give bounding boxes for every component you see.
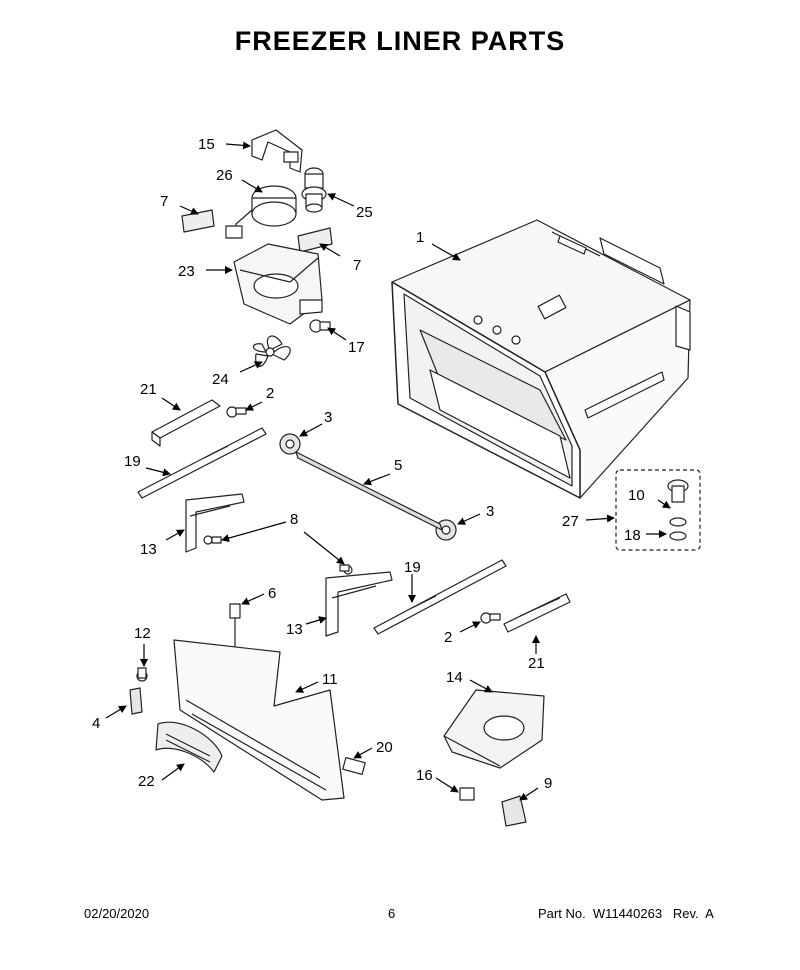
callout-16: 16: [416, 767, 433, 784]
callout-26: 26: [216, 167, 233, 184]
footer-date: 02/20/2020: [84, 906, 150, 921]
clip-part-4: [129, 687, 143, 715]
callout-27: 27: [562, 513, 579, 530]
parts-kit-part-27: [615, 469, 701, 551]
callout-7a: 7: [160, 193, 168, 210]
fan-housing-part-23: [233, 243, 323, 325]
callout-11: 11: [322, 671, 338, 688]
callout-15: 15: [198, 136, 215, 153]
callout-3a: 3: [324, 409, 332, 426]
callout-10: 10: [628, 487, 645, 504]
sensor-part-10: [667, 479, 689, 503]
callout-1: 1: [416, 229, 424, 246]
callout-21a: 21: [140, 381, 157, 398]
callout-22: 22: [138, 773, 155, 790]
callout-23: 23: [178, 263, 195, 280]
callout-19a: 19: [124, 453, 141, 470]
callout-12: 12: [134, 625, 151, 642]
knob-part-9: [501, 795, 527, 827]
footer-part-number: Part No. W11440263 Rev. A: [538, 906, 714, 921]
page-title: FREEZER LINER PARTS: [234, 26, 566, 56]
bracket-part-15: [251, 129, 303, 173]
callout-8: 8: [290, 511, 298, 528]
rear-panel-part-11: [173, 639, 345, 801]
callout-13b: 13: [286, 621, 303, 638]
shaft-part-5: [295, 451, 443, 531]
callout-7b: 7: [353, 257, 361, 274]
screw-part-8a: [203, 535, 222, 545]
gasket-part-18: [669, 517, 687, 541]
freezer-liner-part: [391, 219, 691, 499]
callout-21b: 21: [528, 655, 545, 672]
footer-page-number: 6: [388, 906, 396, 921]
clip-part-16: [459, 787, 475, 801]
callout-6: 6: [268, 585, 276, 602]
tray-part-14: [443, 689, 545, 769]
callout-2a: 2: [266, 385, 274, 402]
callout-25: 25: [356, 204, 373, 221]
insulation-pad-part-7a: [181, 209, 215, 233]
slide-rail-part-19b: [373, 559, 507, 635]
screw-part-12: [136, 667, 148, 682]
callout-3b: 3: [486, 503, 494, 520]
rail-bracket-part-21b: [503, 593, 571, 633]
callout-17: 17: [348, 339, 365, 356]
callout-19b: 19: [404, 559, 421, 576]
screw-part-17: [309, 319, 331, 333]
screw-part-2b: [480, 612, 501, 624]
screw-part-2a: [226, 406, 247, 418]
screw-part-8b: [339, 564, 353, 575]
callout-13a: 13: [140, 541, 157, 558]
callout-24: 24: [212, 371, 229, 388]
callout-5: 5: [394, 457, 402, 474]
fan-motor-part-26: [225, 185, 297, 239]
rail-bracket-part-21a: [151, 399, 221, 447]
damper-part-25: [301, 167, 327, 213]
grille-part-22: [155, 721, 223, 773]
callout-18: 18: [624, 527, 641, 544]
callout-14: 14: [446, 669, 463, 686]
callout-9: 9: [544, 775, 552, 792]
gear-part-3b: [435, 519, 457, 541]
slide-rail-part-19a: [137, 427, 267, 499]
fan-blade-part-24: [252, 335, 291, 367]
gear-part-3a: [279, 433, 301, 455]
callout-4: 4: [92, 715, 100, 732]
callout-2b: 2: [444, 629, 452, 646]
callout-20: 20: [376, 739, 393, 756]
rail-support-part-13b: [325, 571, 393, 637]
rail-support-part-13a: [185, 493, 245, 553]
strip-part-20: [342, 757, 366, 775]
sensor-part-6: [229, 603, 241, 650]
